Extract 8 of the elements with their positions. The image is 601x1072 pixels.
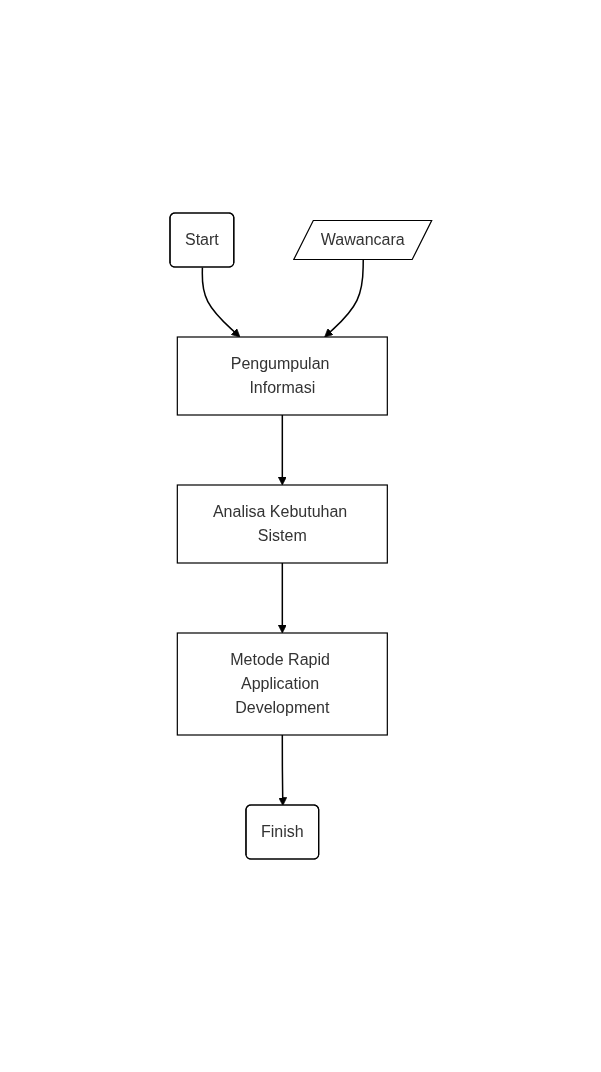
arrow	[277, 734, 287, 806]
arrow	[277, 562, 287, 634]
node-box: Analisa Kebutuhan Sistem	[176, 484, 388, 564]
node-box: Pengumpulan Informasi	[176, 336, 388, 416]
arrow	[323, 259, 364, 338]
arrow	[277, 414, 287, 486]
arrow	[201, 266, 240, 338]
node-box: Metode Rapid Application Development	[176, 632, 388, 736]
